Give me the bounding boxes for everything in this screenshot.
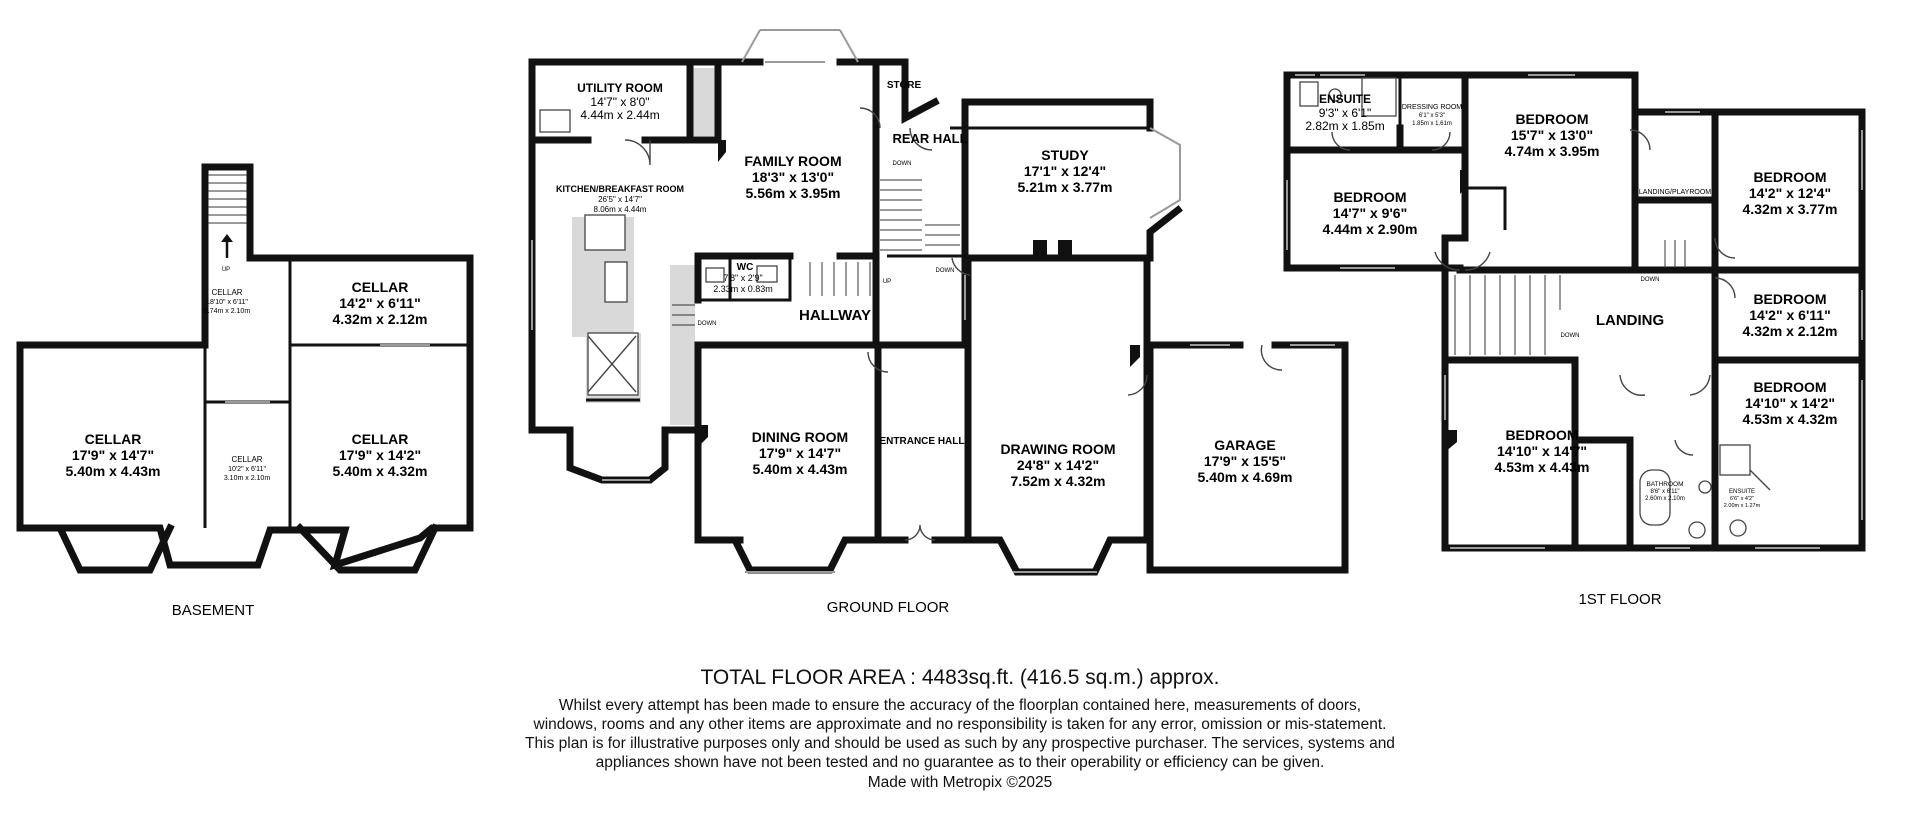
ground-stair-label: DOWN <box>936 268 955 274</box>
ground-room-imperial: 26'5" x 14'7" <box>598 195 642 204</box>
ground-room-name: DRAWING ROOM <box>1000 441 1115 457</box>
first-floor-plan: ENSUITE 9'3" x 6'1" 2.82m x 1.85m DRESSI… <box>1283 71 1866 608</box>
ground-room-metric: 7.52m x 4.32m <box>1011 473 1106 489</box>
first-room-imperial: 15'7" x 13'0" <box>1511 127 1593 143</box>
ground-room-name: GARAGE <box>1214 437 1275 453</box>
first-stair-label: DOWN <box>1561 333 1580 339</box>
first-stair-label: DOWN <box>1641 277 1660 283</box>
basement-room-name: CELLAR <box>211 288 242 297</box>
ground-room-metric: 5.40m x 4.43m <box>753 461 848 477</box>
ground-room-metric: 5.56m x 3.95m <box>746 185 841 201</box>
ground-room-imperial: 17'9" x 14'7" <box>759 445 841 461</box>
ground-room-name: KITCHEN/BREAKFAST ROOM <box>556 184 684 194</box>
basement-room-metric: 5.40m x 4.43m <box>66 463 161 479</box>
ground-room-imperial: 18'3" x 13'0" <box>752 169 834 185</box>
basement-room-imperial: 17'9" x 14'2" <box>339 447 421 463</box>
basement-room-imperial: 17'9" x 14'7" <box>72 447 154 463</box>
first-room-metric: 2.82m x 1.85m <box>1305 119 1384 133</box>
basement-room-imperial: 18'10" x 6'11" <box>206 299 248 306</box>
first-floor-stairs <box>1454 240 1686 355</box>
basement-plan: UP CELLAR 17'9" x 14'7" 5.40m x 4.43m CE… <box>16 163 474 619</box>
ground-room-name: UTILITY ROOM <box>577 81 663 95</box>
ground-room-imperial: 17'9" x 15'5" <box>1204 453 1286 469</box>
first-room-name: ENSUITE <box>1319 92 1371 106</box>
first-room-name: ENSUITE <box>1729 489 1755 495</box>
basement-room-name: CELLAR <box>231 455 262 464</box>
first-room-imperial: 9'3" x 6'1" <box>1319 106 1371 120</box>
ground-room-metric: 4.44m x 2.44m <box>580 108 659 122</box>
ground-stair-label: UP <box>883 279 891 285</box>
ground-room-metric: 5.40m x 4.69m <box>1198 469 1293 485</box>
ground-room-name: REAR HALL <box>892 131 967 146</box>
ground-floor-stairs <box>672 179 960 326</box>
first-room-metric: 4.32m x 2.12m <box>1743 323 1838 339</box>
disclaimer-text: Whilst every attempt has been made to en… <box>525 697 1395 771</box>
ground-room-metric: 8.06m x 4.44m <box>594 205 647 214</box>
first-room-name: LANDING/PLAYROOM <box>1639 189 1711 196</box>
ground-floor-label: GROUND FLOOR <box>827 599 950 616</box>
ground-room-metric: 5.21m x 3.77m <box>1018 179 1113 195</box>
first-room-imperial: 14'2" x 6'11" <box>1749 307 1830 323</box>
first-room-name: DRESSING ROOM <box>1402 104 1462 111</box>
first-floor-label: 1ST FLOOR <box>1578 591 1661 608</box>
basement-room-metric: 5.74m x 2.10m <box>204 308 250 315</box>
first-room-imperial: 14'10" x 14'7" <box>1497 443 1587 459</box>
ground-room-imperial: 17'1" x 12'4" <box>1024 163 1106 179</box>
first-room-name: BEDROOM <box>1753 169 1826 185</box>
first-room-name: BEDROOM <box>1333 189 1406 205</box>
first-room-name: BEDROOM <box>1753 291 1826 307</box>
ground-room-name: ENTRANCE HALL <box>880 436 965 447</box>
basement-room-metric: 3.10m x 2.10m <box>224 475 270 482</box>
ground-room-metric: 2.33m x 0.83m <box>713 284 773 294</box>
total-floor-area: TOTAL FLOOR AREA : 4483sq.ft. (416.5 sq.… <box>700 666 1220 689</box>
basement-room-metric: 5.40m x 4.32m <box>333 463 428 479</box>
first-room-imperial: 6'6" x 4'2" <box>1730 496 1754 502</box>
ground-stair-label: DOWN <box>698 321 717 327</box>
basement-stair-label: UP <box>222 267 230 273</box>
first-room-metric: 4.53m x 4.43m <box>1495 459 1590 475</box>
ground-room-name: HALLWAY <box>799 307 871 324</box>
basement-room-metric: 4.32m x 2.12m <box>333 311 428 327</box>
first-room-metric: 2.60m x 2.10m <box>1645 496 1685 502</box>
first-room-name: LANDING <box>1596 312 1664 329</box>
first-room-name: BEDROOM <box>1515 111 1588 127</box>
first-room-metric: 2.00m x 1.27m <box>1724 503 1761 509</box>
ground-floor-plan: UTILITY ROOM 14'7" x 8'0" 4.44m x 2.44m … <box>528 29 1349 616</box>
first-room-name: BEDROOM <box>1505 427 1578 443</box>
first-room-imperial: 6'1" x 5'3" <box>1419 113 1445 119</box>
ground-room-name: FAMILY ROOM <box>744 153 841 169</box>
basement-room-name: CELLAR <box>352 431 409 447</box>
ground-room-name: WC <box>737 262 754 273</box>
first-room-metric: 4.74m x 3.95m <box>1505 143 1600 159</box>
ground-room-imperial: 14'7" x 8'0" <box>590 95 649 109</box>
first-room-imperial: 14'2" x 12'4" <box>1749 185 1831 201</box>
first-room-metric: 4.53m x 4.32m <box>1743 411 1838 427</box>
basement-stairs <box>208 174 247 258</box>
basement-room-name: CELLAR <box>352 279 409 295</box>
first-room-metric: 4.32m x 3.77m <box>1743 201 1838 217</box>
ground-room-name: DINING ROOM <box>752 429 848 445</box>
first-room-imperial: 14'10" x 14'2" <box>1745 395 1835 411</box>
ground-room-imperial: 24'8" x 14'2" <box>1017 457 1099 473</box>
first-room-imperial: 14'7" x 9'6" <box>1333 205 1407 221</box>
plan-footer: TOTAL FLOOR AREA : 4483sq.ft. (416.5 sq.… <box>510 666 1410 792</box>
first-room-name: BATHROOM <box>1646 481 1683 488</box>
ground-room-imperial: 7'8" x 2'9" <box>723 273 762 283</box>
first-room-imperial: 8'6" x 6'11" <box>1650 489 1679 495</box>
basement-room-imperial: 14'2" x 6'11" <box>339 295 420 311</box>
first-room-metric: 1.85m x 1.61m <box>1412 121 1452 127</box>
basement-room-name: CELLAR <box>85 431 142 447</box>
ground-room-name: STUDY <box>1041 147 1089 163</box>
basement-room-imperial: 10'2" x 6'11" <box>228 466 266 473</box>
first-room-name: BEDROOM <box>1753 379 1826 395</box>
basement-label: BASEMENT <box>172 602 255 619</box>
ground-room-name: STORE <box>887 80 922 91</box>
made-with-credit: Made with Metropix ©2025 <box>867 774 1053 791</box>
first-room-metric: 4.44m x 2.90m <box>1323 221 1418 237</box>
ground-stair-label: DOWN <box>893 161 912 167</box>
